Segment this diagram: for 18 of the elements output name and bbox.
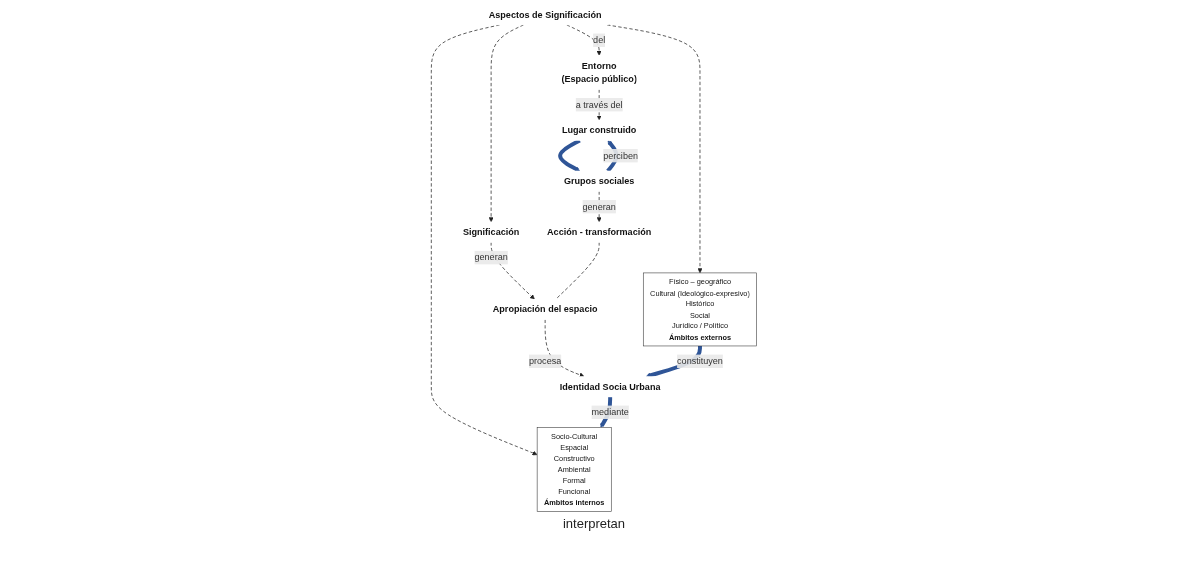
node-text: Apropiación del espacio <box>492 304 598 314</box>
node-text: Acción - transformación <box>547 227 652 237</box>
edge-label: procesa <box>529 356 562 366</box>
edge-label: del <box>593 35 606 45</box>
edge-label: generan <box>582 201 616 212</box>
node-text: Aspectos de Significación <box>488 9 602 20</box>
edge-label: perciben <box>603 150 638 161</box>
connector <box>555 241 600 300</box>
node-text: Identidad Socia Urbana <box>559 381 661 392</box>
node-text: Entorno (Espacio público) <box>561 60 637 84</box>
edge-label: generan <box>474 252 508 263</box>
node-text: Grupos sociales <box>563 176 635 186</box>
edge-label: mediante <box>591 407 629 417</box>
edge-label: constituyen <box>677 356 723 366</box>
node-text: Significación <box>462 227 520 237</box>
edge-label: a través del <box>575 99 623 110</box>
note-text: interpretan <box>562 516 626 532</box>
node-text: Lugar construido <box>561 125 637 135</box>
